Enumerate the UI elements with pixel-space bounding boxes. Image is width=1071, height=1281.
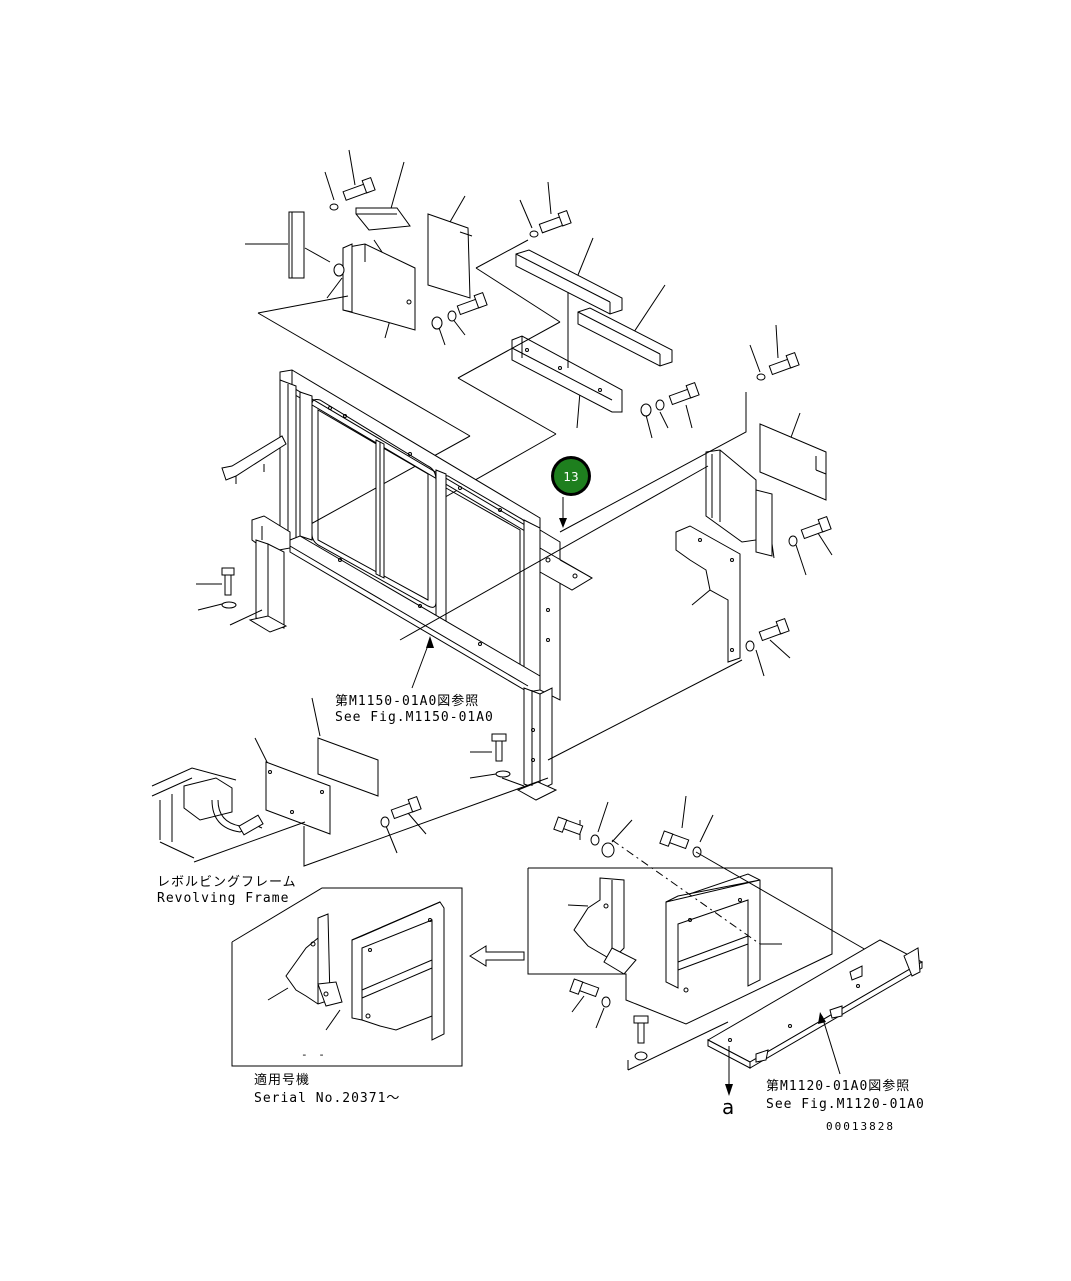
ref-m1120-en: See Fig.M1120-01A0: [766, 1097, 925, 1112]
callout-number: 13: [563, 470, 578, 484]
frame-reference: 第M1150-01A0図参照 See Fig.M1150-01A0: [335, 693, 494, 725]
right-panels: [399, 324, 833, 761]
washer-icon: [380, 816, 390, 828]
washer-icon: [756, 373, 766, 381]
bolt-icon: [491, 733, 507, 762]
bottom-plate: 第M1120-01A0図参照 See Fig.M1120-01A0 a: [706, 939, 925, 1119]
revolving-frame-assembly: レボルビングフレーム Revolving Frame: [151, 697, 549, 906]
inset-dashes: - -: [301, 1048, 327, 1061]
washer-icon: [529, 230, 539, 238]
washer-icon: [495, 770, 511, 778]
callout-13[interactable]: 13: [551, 456, 591, 528]
serial-inset: - - 適用号機 Serial No.20371～: [231, 887, 525, 1106]
washer-icon: [655, 399, 665, 411]
bolt-icon: [800, 516, 832, 540]
washer-icon: [329, 203, 339, 211]
washer-icon: [590, 834, 600, 846]
serial-label-jp: 適用号機: [254, 1072, 310, 1088]
washer-icon: [640, 403, 652, 417]
washer-icon: [221, 601, 237, 609]
frame-label-jp: レボルビングフレーム: [157, 875, 297, 890]
bolt-icon: [768, 352, 800, 376]
washer-icon: [788, 535, 798, 547]
bolt-icon: [342, 177, 376, 201]
washer-icon: [447, 310, 457, 322]
washer-icon: [634, 1051, 648, 1061]
frame-label-en: Revolving Frame: [157, 891, 289, 906]
top-left-assembly: [245, 149, 488, 531]
washer-icon: [745, 640, 755, 652]
washer-icon: [601, 996, 611, 1008]
bolt-icon: [538, 210, 572, 234]
left-arrow-icon: [469, 945, 525, 967]
washer-icon: [431, 316, 443, 330]
main-frame: [221, 369, 593, 801]
drawing-number: 00013828: [826, 1120, 895, 1133]
bolt-icon: [758, 618, 790, 642]
bolt-icon: [390, 796, 422, 820]
bolt-icon: [569, 978, 600, 998]
washer-icon: [601, 842, 615, 858]
lower-right-assembly: [527, 795, 881, 1071]
ref-m1120-jp: 第M1120-01A0図参照: [766, 1078, 910, 1094]
washer-icon: [333, 263, 345, 277]
bolt-icon: [633, 1015, 649, 1044]
top-center-assembly: [439, 181, 700, 501]
bolt-icon: [668, 382, 700, 406]
bolt-icon: [456, 292, 488, 316]
left-leg-bolts: [196, 567, 263, 626]
bolt-icon: [221, 567, 235, 596]
ref-m1150-jp: 第M1150-01A0図参照: [335, 693, 479, 709]
view-marker: a: [722, 1095, 734, 1119]
serial-label-en: Serial No.20371～: [254, 1091, 400, 1106]
ref-m1150-en: See Fig.M1150-01A0: [335, 710, 494, 725]
bolt-icon: [553, 816, 584, 836]
bolt-icon: [659, 830, 690, 850]
